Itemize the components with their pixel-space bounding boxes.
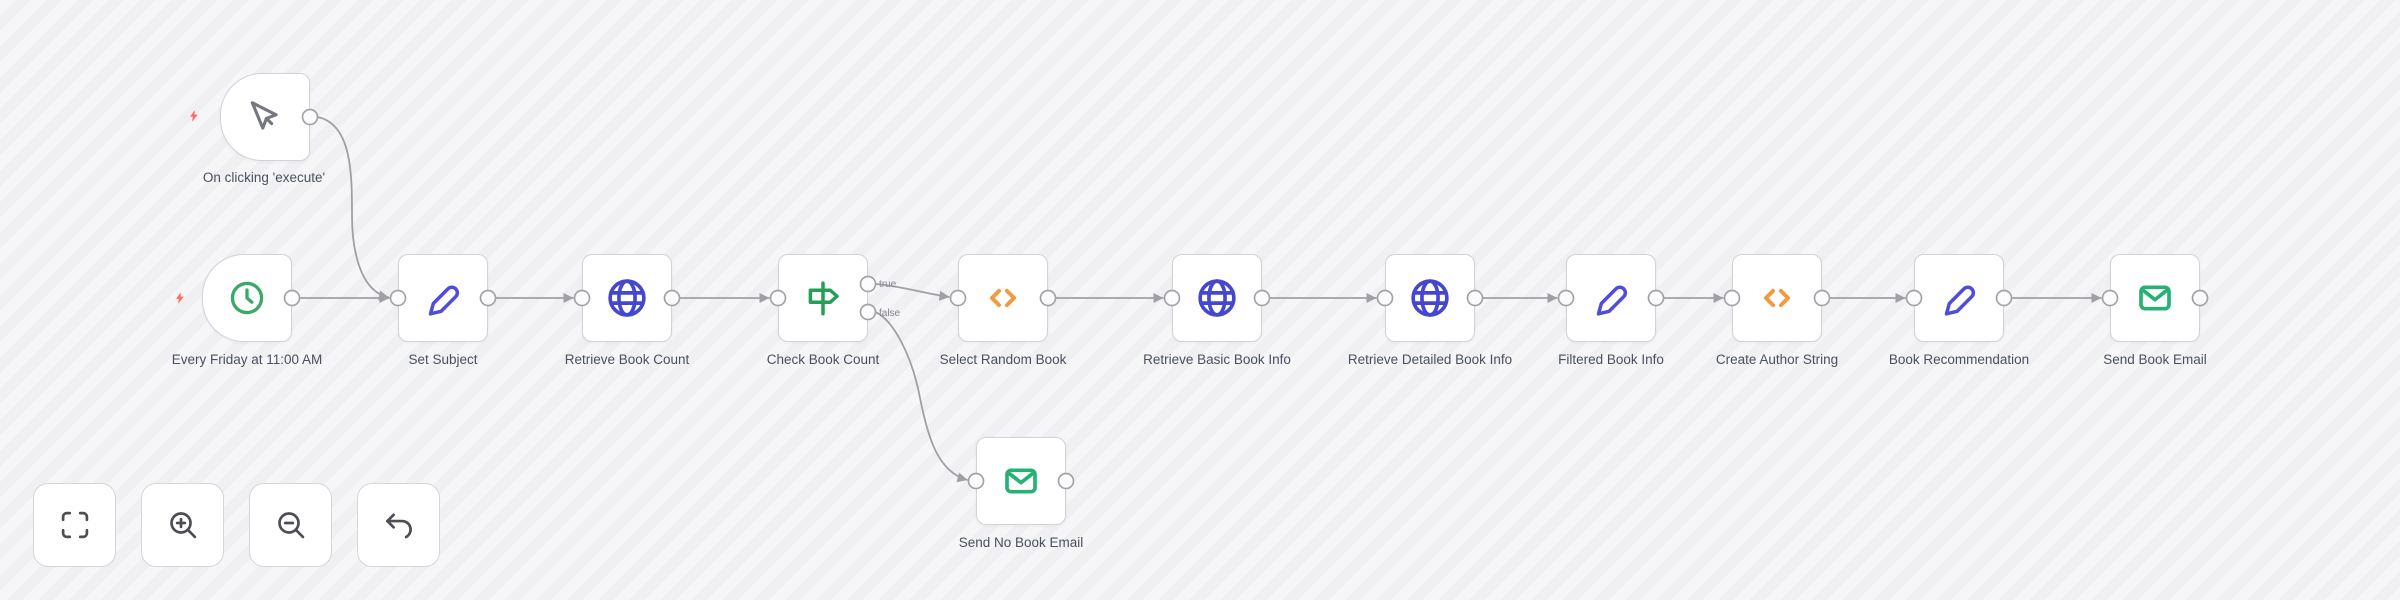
node-label: Set Subject [408,352,478,367]
node-set-subject[interactable] [398,254,488,342]
input-port[interactable] [2101,289,2119,307]
canvas-controls [33,483,440,567]
output-port[interactable] [1813,289,1831,307]
branch-label-true: true [879,279,897,290]
undo-icon [382,508,416,542]
signpost-icon [802,277,844,319]
node-create-author-string[interactable] [1732,254,1822,342]
output-port[interactable] [283,289,301,307]
node-label: Select Random Book [939,352,1067,367]
node-retrieve-book-count[interactable] [582,254,672,342]
output-port[interactable] [1995,289,2013,307]
zoom-in-button[interactable] [141,483,224,567]
fit-view-button[interactable] [33,483,116,567]
input-port[interactable] [1723,289,1741,307]
code-icon [984,279,1022,317]
node-filtered-book-info[interactable] [1566,254,1656,342]
input-port[interactable] [967,472,985,490]
output-port-true[interactable] [859,275,877,293]
node-every-friday-trigger[interactable] [202,254,292,342]
input-port[interactable] [1557,289,1575,307]
input-port[interactable] [573,289,591,307]
input-port[interactable] [769,289,787,307]
node-book-recommendation[interactable] [1914,254,2004,342]
zoom-out-icon [274,508,308,542]
output-port[interactable] [1057,472,1075,490]
node-label: Every Friday at 11:00 AM [171,352,323,367]
edge-check-true-to-selectrandombook[interactable] [875,283,950,301]
output-port[interactable] [663,289,681,307]
pen-icon [1939,278,1979,318]
node-label: Retrieve Basic Book Info [1143,352,1291,367]
globe-icon [605,276,649,320]
undo-button[interactable] [357,483,440,567]
mouse-pointer-icon [246,98,284,136]
output-port[interactable] [1647,289,1665,307]
node-retrieve-basic-book-info[interactable] [1172,254,1262,342]
edge-check-false-to-sendnobookemail[interactable] [875,311,968,483]
fit-view-icon [58,508,92,542]
node-label: Check Book Count [766,352,880,367]
node-send-book-email[interactable] [2110,254,2200,342]
clock-icon [228,279,266,317]
globe-icon [1195,276,1239,320]
edge-onclick-to-setsubject[interactable] [317,116,390,301]
output-port[interactable] [1466,289,1484,307]
trigger-bolt-icon [173,288,187,308]
envelope-icon [1001,461,1041,501]
node-label: Send No Book Email [958,535,1084,550]
output-port[interactable] [301,108,319,126]
node-label: Retrieve Detailed Book Info [1347,352,1513,367]
node-label: Book Recommendation [1888,352,2030,367]
input-port[interactable] [949,289,967,307]
node-send-no-book-email[interactable] [976,437,1066,525]
node-label: Send Book Email [2103,352,2207,367]
node-label: Filtered Book Info [1558,352,1664,367]
output-port[interactable] [1039,289,1057,307]
zoom-in-icon [166,508,200,542]
input-port[interactable] [1163,289,1181,307]
output-port[interactable] [1253,289,1271,307]
node-label: Retrieve Book Count [564,352,690,367]
globe-icon [1408,276,1452,320]
output-port[interactable] [479,289,497,307]
node-label: On clicking 'execute' [202,170,326,185]
pen-icon [1591,278,1631,318]
input-port[interactable] [1376,289,1394,307]
branch-label-false: false [879,308,901,319]
zoom-out-button[interactable] [249,483,332,567]
envelope-icon [2135,278,2175,318]
trigger-bolt-icon [187,106,201,126]
code-icon [1758,279,1796,317]
input-port[interactable] [389,289,407,307]
input-port[interactable] [1905,289,1923,307]
pen-icon [423,278,463,318]
output-port-false[interactable] [859,303,877,321]
node-on-click-trigger[interactable] [220,73,310,161]
node-select-random-book[interactable] [958,254,1048,342]
node-retrieve-detailed-book-info[interactable] [1385,254,1475,342]
output-port[interactable] [2191,289,2209,307]
node-check-book-count[interactable] [778,254,868,342]
node-label: Create Author String [1715,352,1839,367]
